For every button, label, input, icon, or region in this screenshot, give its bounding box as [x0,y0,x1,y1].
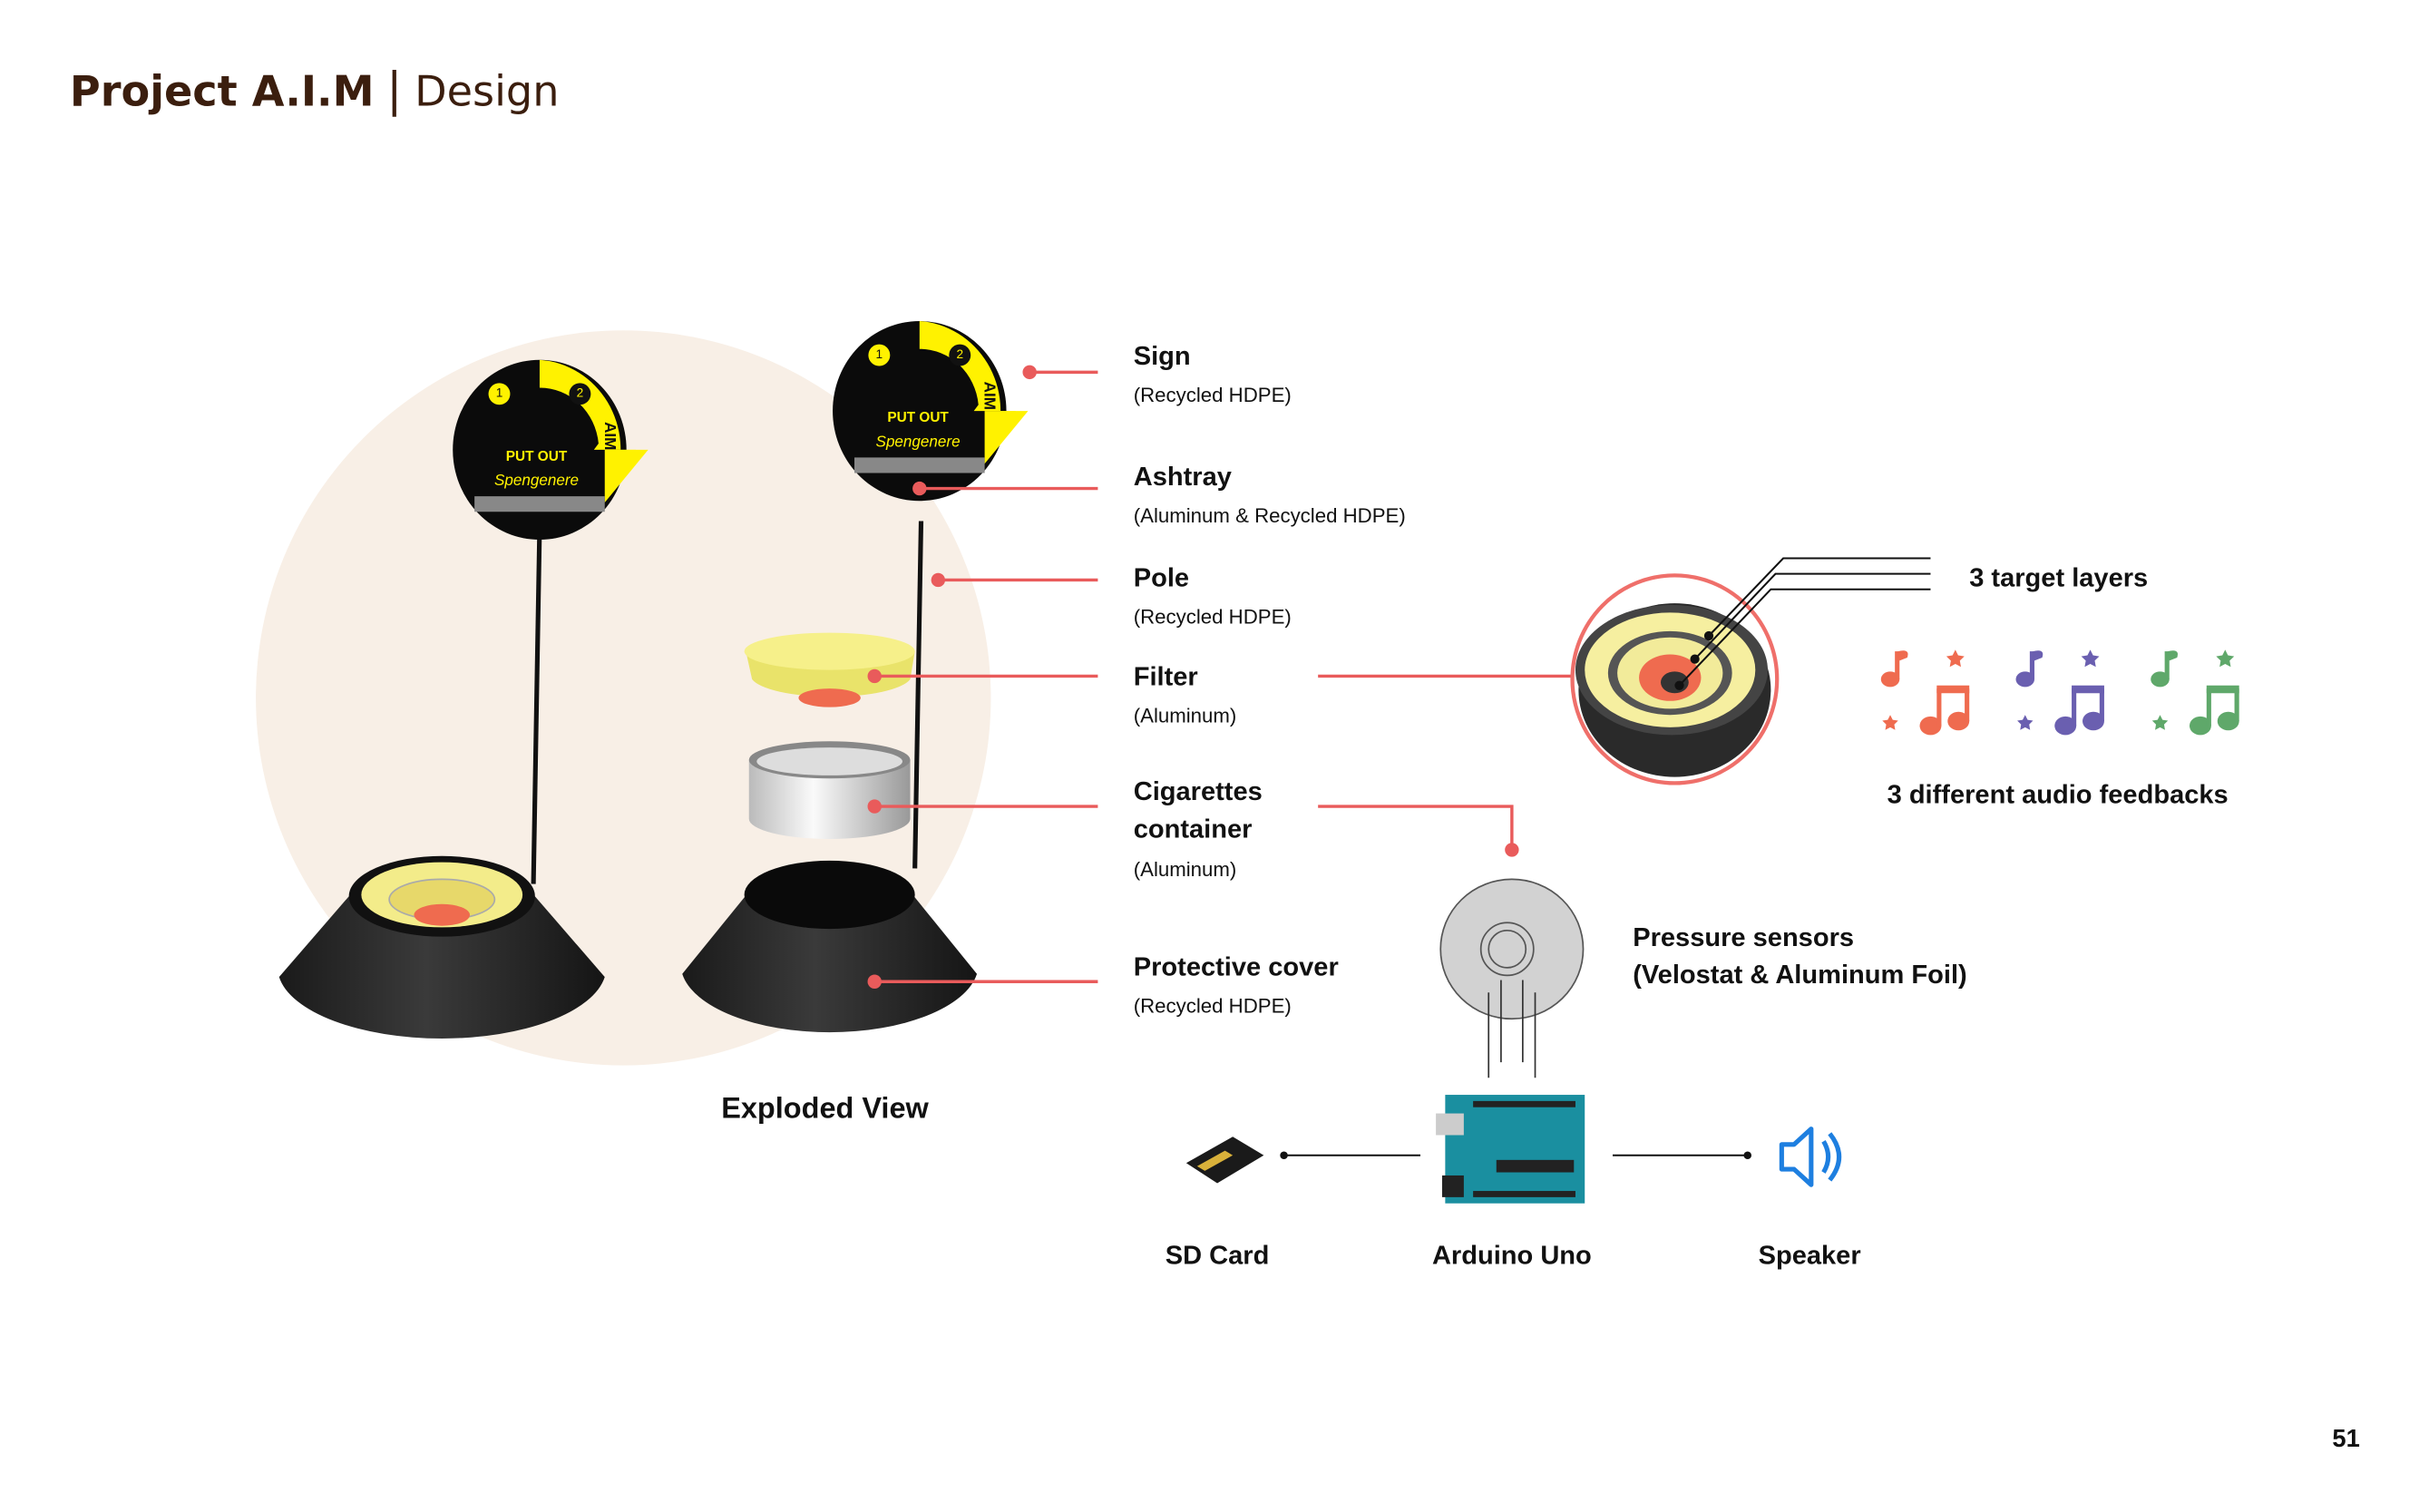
sign-step-1: 1 [876,347,883,361]
sign-put-out-text: PUT OUT [506,449,568,464]
material-pole: (Recycled HDPE) [1134,605,1292,628]
section-title: Design [415,66,559,115]
sign-aim-text: AIM [601,422,619,450]
exploded-view-label: Exploded View [721,1092,929,1125]
leader-lines [874,370,1575,983]
target-layers-label: 3 target layers [1969,563,2148,592]
material-filter: (Aluminum) [1134,705,1237,727]
arduino-label: Arduino Uno [1432,1241,1592,1270]
sd-card-icon [1185,1136,1264,1184]
label-sign: Sign [1134,342,1191,371]
label-cover: Protective cover [1134,952,1339,981]
title-separator: | [386,63,402,117]
project-title: Project A.I.M [70,66,375,115]
page-header: Project A.I.M| Design [70,63,560,117]
audio-feedback-label: 3 different audio feedbacks [1887,781,2229,810]
label-container-1: Cigarettes [1134,777,1263,806]
page-number: 51 [2332,1424,2359,1452]
container-part [748,759,911,839]
sign-step-2: 2 [577,386,584,400]
sign-spengenere-text: Spengenere [876,433,961,450]
material-ashtray: (Aluminum & Recycled HDPE) [1134,504,1406,527]
material-container: (Aluminum) [1134,858,1237,881]
material-sign: (Recycled HDPE) [1134,384,1292,406]
target-detail [1570,557,1931,785]
leader-dots [867,365,1519,989]
sensors-label-2: (Velostat & Aluminum Foil) [1633,961,1966,990]
sd-card-label: SD Card [1166,1241,1270,1270]
music-note-icon [2015,649,2104,736]
audio-feedback-icons [1880,649,2239,736]
label-ashtray: Ashtray [1134,463,1232,492]
speaker-label: Speaker [1759,1241,1861,1270]
speaker-icon [1779,1127,1842,1187]
sign-step-1: 1 [496,386,503,400]
music-note-icon [2151,649,2239,736]
arduino-uno-icon [1436,1095,1585,1204]
assembled-product: PUT OUT Spengenere 1 2 AIM [278,359,649,1039]
sign-spengenere-text: Spengenere [494,472,579,489]
pressure-sensor [1439,878,1585,1078]
label-filter: Filter [1134,663,1198,692]
material-cover: (Recycled HDPE) [1134,994,1292,1017]
music-note-icon [1880,649,1970,736]
sign-step-2: 2 [956,347,963,361]
label-container-2: container [1134,815,1253,844]
exploded-product: PUT OUT Spengenere 1 2 AIM [682,320,1029,1033]
component-labels: Sign (Recycled HDPE) Ashtray (Aluminum &… [1134,342,1406,1018]
sign-put-out-text: PUT OUT [887,410,949,425]
label-pole: Pole [1134,563,1189,592]
sensors-label-1: Pressure sensors [1633,923,1854,952]
cover-part [682,892,978,1033]
sign-aim-text: AIM [981,382,999,410]
